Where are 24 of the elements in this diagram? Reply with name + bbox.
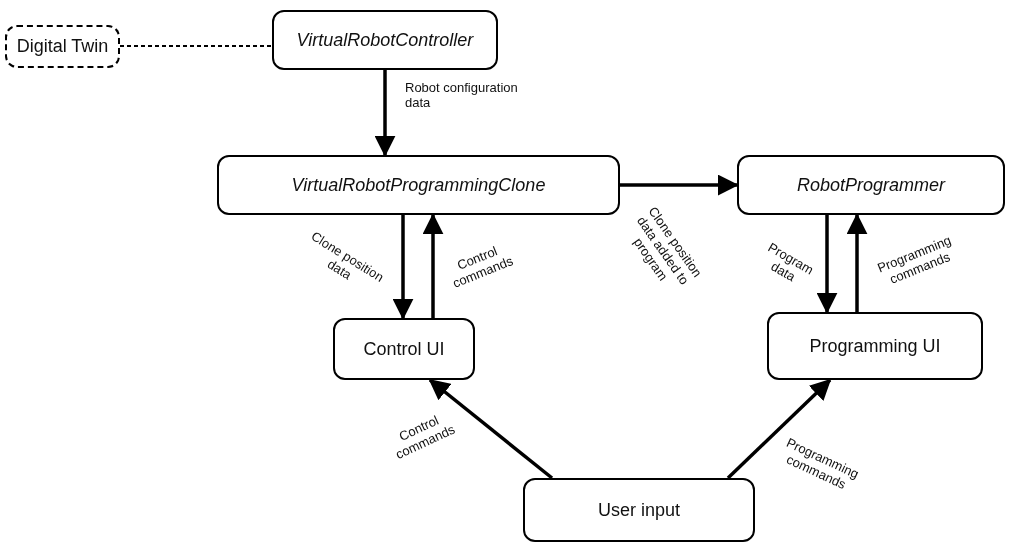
node-label: VirtualRobotController	[296, 29, 474, 51]
node-label: Control UI	[363, 338, 445, 360]
process-box	[737, 155, 1005, 215]
process-box	[767, 312, 983, 380]
arrow	[422, 213, 444, 318]
process-box	[333, 318, 475, 380]
connector-line	[119, 45, 273, 47]
arrow	[726, 378, 832, 480]
edge-label: Robot configuration data	[405, 80, 519, 110]
process-box	[217, 155, 620, 215]
arrow	[620, 174, 739, 196]
arrow	[392, 215, 414, 320]
node-label: Digital Twin	[16, 36, 109, 57]
process-box	[272, 10, 498, 70]
arrow	[816, 215, 838, 314]
dashed-box	[5, 25, 120, 68]
node-label: User input	[597, 499, 680, 521]
process-box	[523, 478, 755, 542]
node-label: VirtualRobotProgrammingClone	[291, 174, 546, 196]
arrow	[428, 378, 554, 480]
arrow	[846, 213, 868, 312]
node-label: RobotProgrammer	[796, 174, 946, 196]
node-label: Programming UI	[809, 335, 941, 357]
arrow	[374, 70, 396, 157]
